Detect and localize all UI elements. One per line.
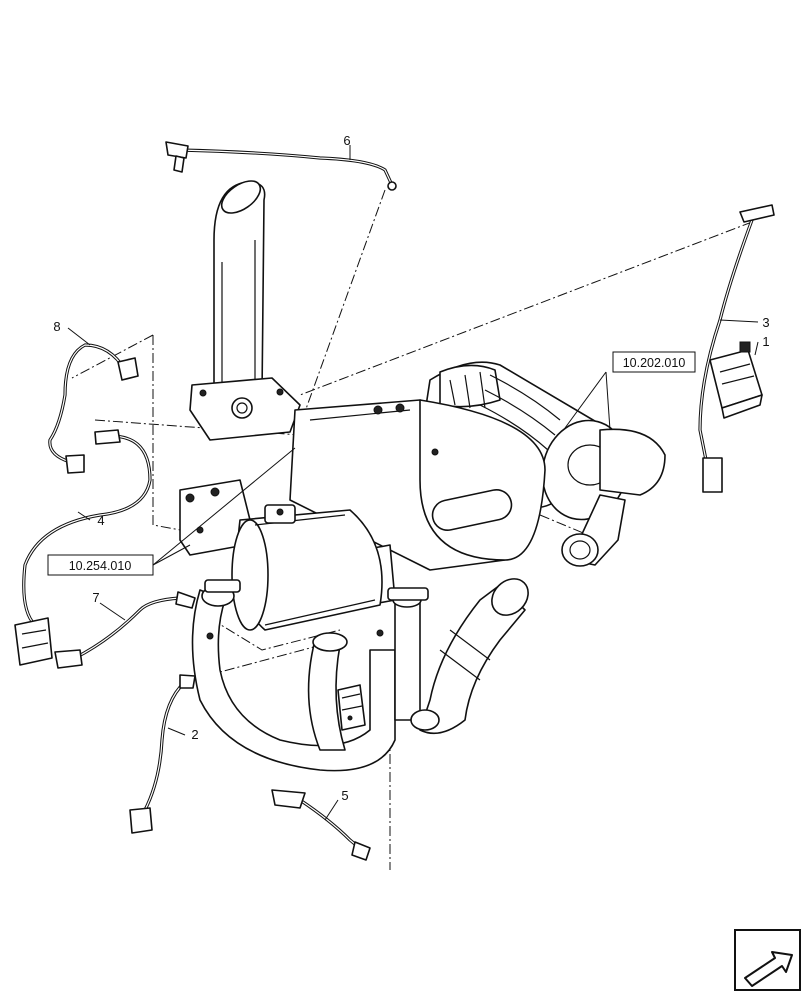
exhaust-pipes xyxy=(191,578,529,772)
reference-box-air-cleaner[interactable]: 10.202.010 xyxy=(612,351,696,373)
callout-7: 7 xyxy=(92,590,99,605)
reference-aftertreatment-label: 10.254.010 xyxy=(69,559,132,573)
next-page-arrow-icon[interactable] xyxy=(734,929,801,991)
callout-2: 2 xyxy=(191,727,198,742)
part-8-sensor xyxy=(48,343,139,474)
part-7-sensor xyxy=(54,591,196,669)
callout-numbers: 6 3 1 8 4 7 2 5 xyxy=(53,133,769,803)
callout-3: 3 xyxy=(762,315,769,330)
part-2-sensor xyxy=(129,674,196,834)
pipe-sensor-modules xyxy=(337,684,366,731)
reference-box-aftertreatment[interactable]: 10.254.010 xyxy=(47,554,154,576)
callout-5: 5 xyxy=(341,788,348,803)
callout-leaders xyxy=(67,145,759,821)
part-5-sensor xyxy=(271,789,371,861)
part-4-nox-sensor xyxy=(14,429,152,666)
callout-8: 8 xyxy=(53,319,60,334)
callout-1: 1 xyxy=(762,334,769,349)
callout-4: 4 xyxy=(97,513,104,528)
dpf-canister xyxy=(231,504,383,631)
part-6-temperature-sensor xyxy=(165,141,397,191)
exhaust-stack xyxy=(189,180,301,441)
part-1-control-module xyxy=(709,341,763,419)
reference-air-cleaner-label: 10.202.010 xyxy=(623,356,686,370)
part-3-sensor-harness xyxy=(698,204,775,493)
callout-6: 6 xyxy=(343,133,350,148)
